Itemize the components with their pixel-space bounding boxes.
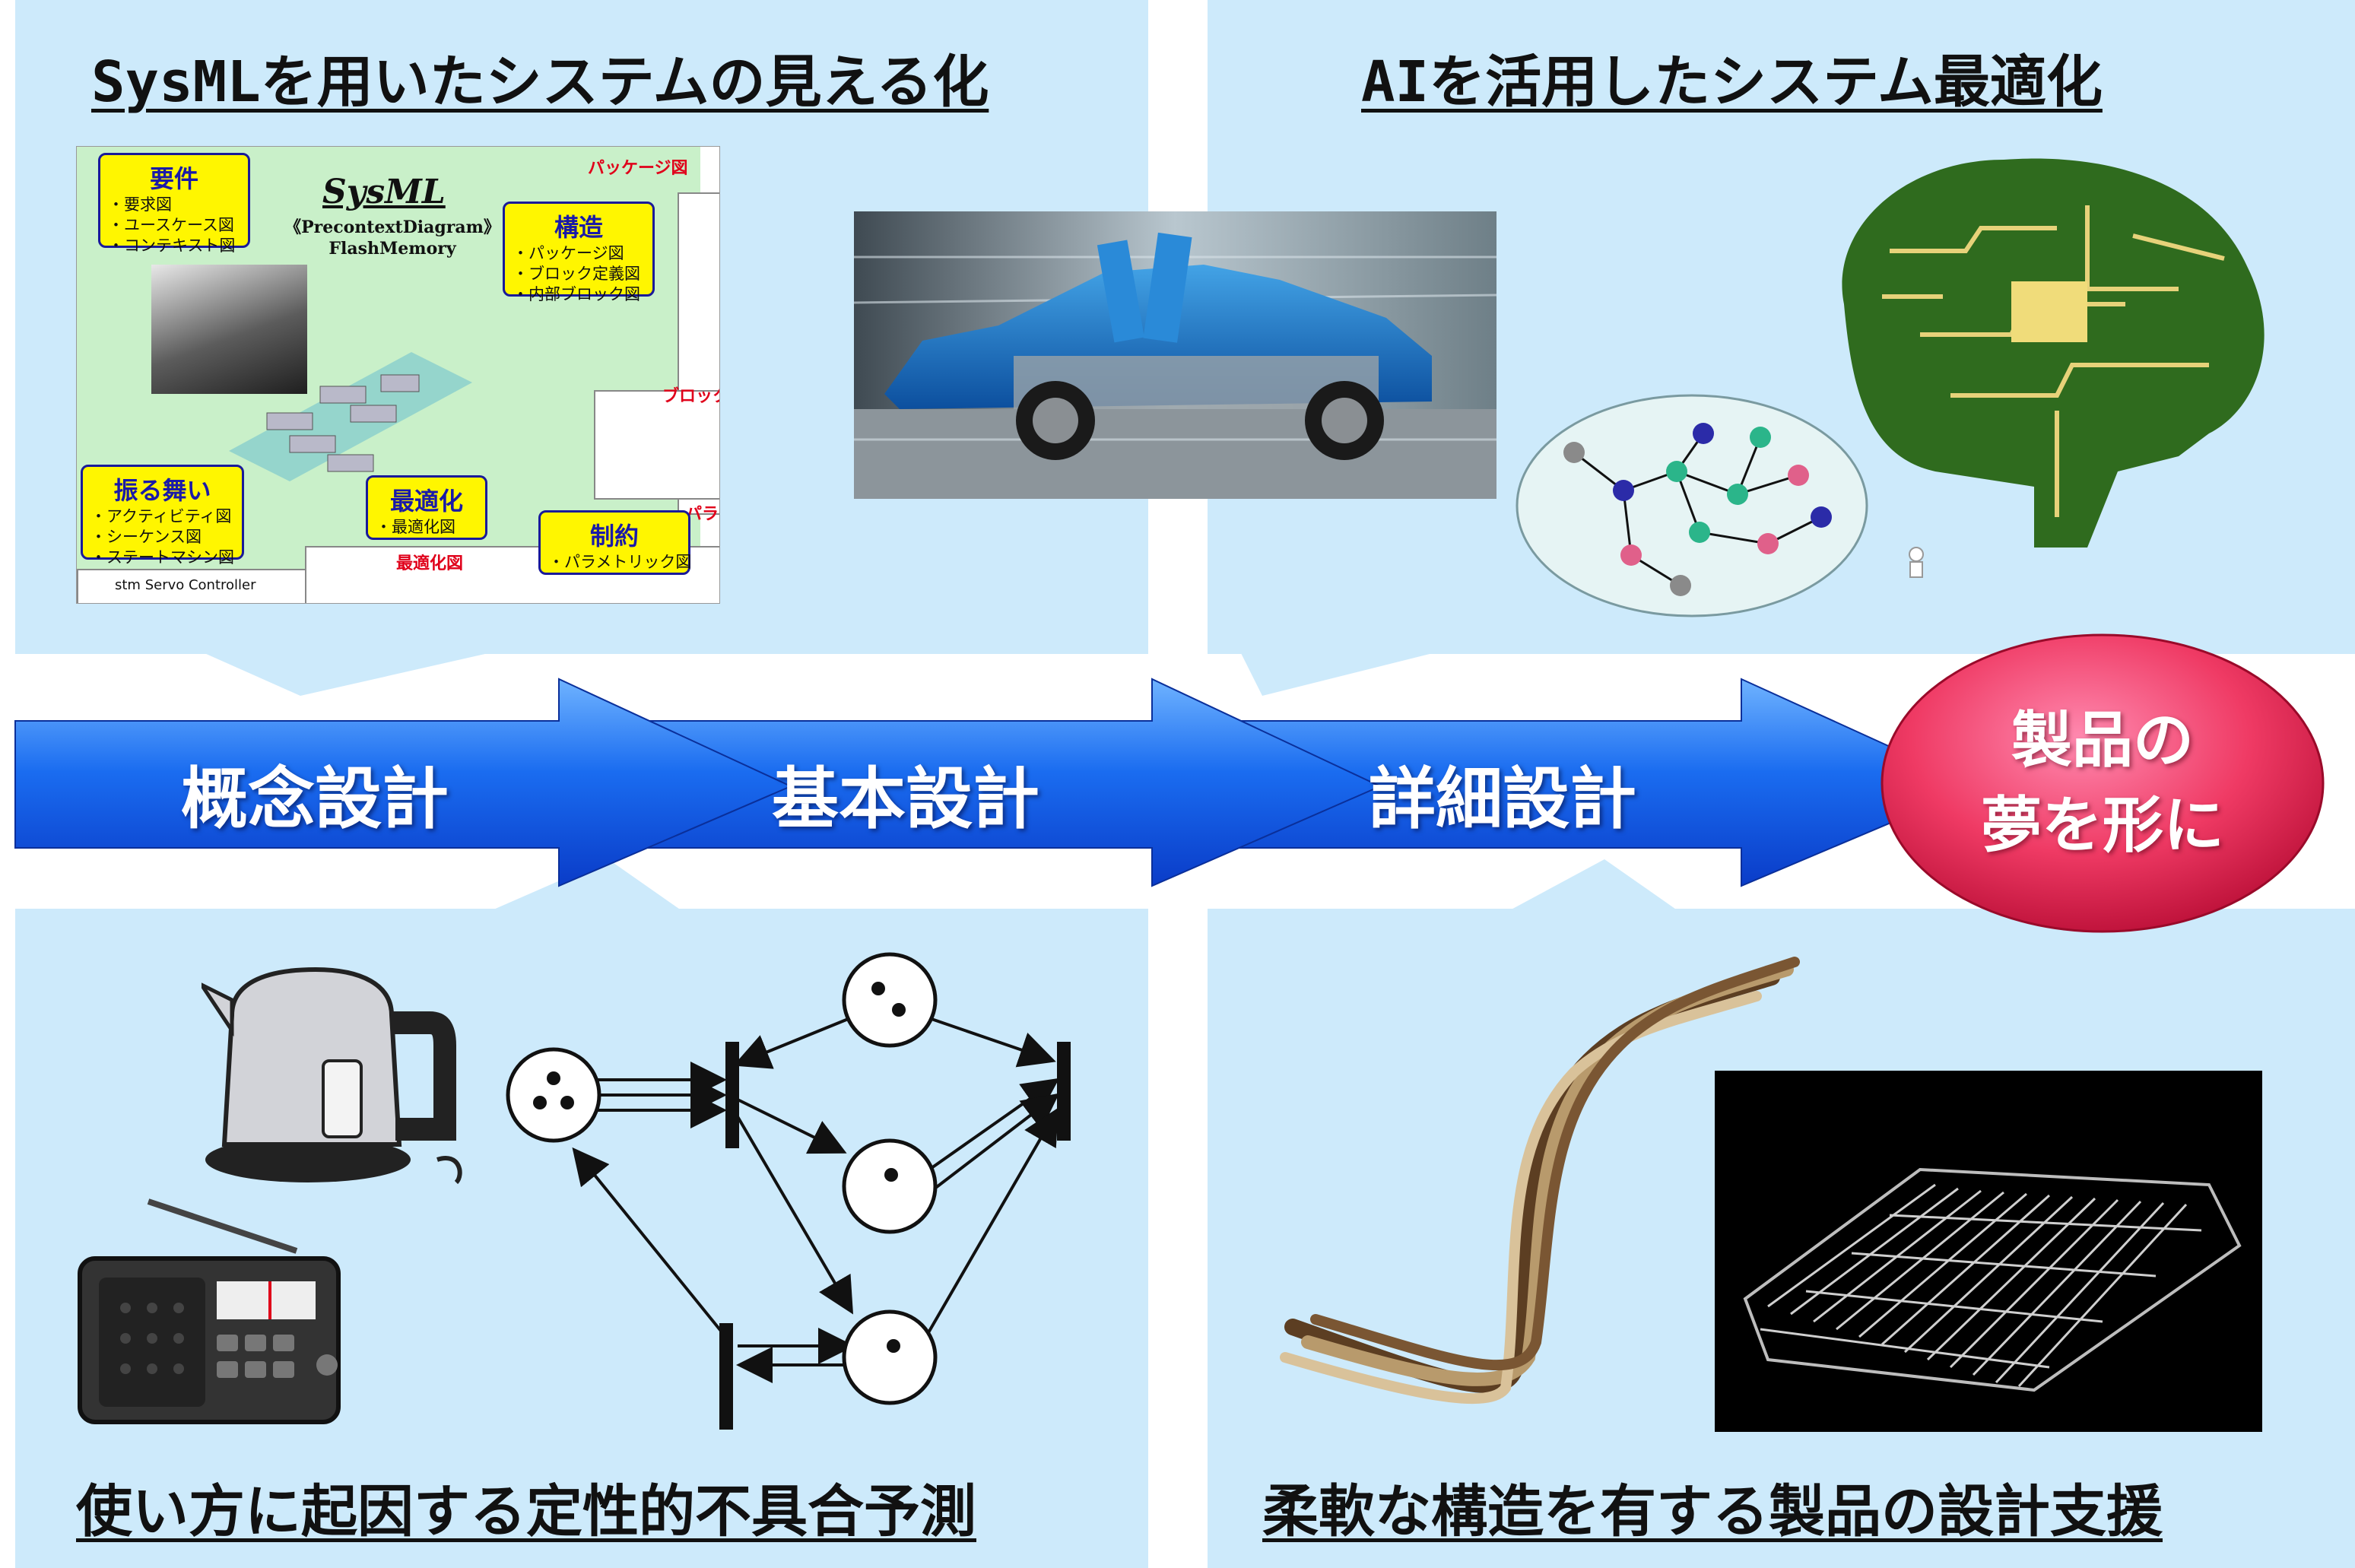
box-structure: 構造 ・パッケージ図 ・ブロック定義図 ・内部ブロック図 — [503, 202, 655, 303]
radio-illustration — [78, 1198, 341, 1424]
title-defect-prediction: 使い方に起因する定性的不具合予測 — [76, 1479, 976, 1544]
flash-memory-photo — [151, 265, 307, 394]
agent-network-graphic — [1516, 394, 1868, 617]
stage-detailed-design: 詳細設計 — [1369, 760, 1637, 838]
panel-bottom-left — [15, 909, 1148, 1568]
box-constraint: 制約 ・パラメトリック図 — [538, 510, 691, 575]
sysml-subtitle: 《PrecontextDiagram》 FlashMemory — [284, 217, 500, 259]
optimize-diagram-label: 最適化図 — [396, 554, 464, 573]
goal-text: 製品の 夢を形に — [1981, 705, 2224, 861]
box-behavior: 振る舞い ・アクティビティ図 ・シーケンス図 ・ステートマシン図 — [81, 465, 244, 567]
arrow-basic-design — [619, 678, 1382, 887]
stage-concept-design: 概念設計 — [181, 760, 449, 838]
goal-ellipse — [1881, 633, 2325, 933]
arrow-detailed-design — [1216, 678, 1979, 887]
box-optimization: 最適化 ・最適化図 — [366, 475, 487, 540]
param-label: パラ — [685, 505, 719, 524]
knitted-mesh-render — [1715, 1071, 2262, 1432]
stage-basic-design: 基本設計 — [772, 760, 1040, 838]
title-flexible-structure: 柔軟な構造を有する製品の設計支援 — [1262, 1479, 2163, 1544]
sysml-logo: SysML — [322, 173, 446, 211]
block-label: ブロック — [662, 387, 719, 406]
twisted-fiber-structure — [1280, 957, 1800, 1405]
circuit-brain-graphic — [1842, 158, 2265, 548]
car-cutaway-illustration — [854, 211, 1496, 499]
title-sysml-visualization: SysMLを用いたシステムの見える化 — [91, 49, 989, 115]
package-diagram-label: パッケージ図 — [588, 159, 688, 178]
title-ai-optimization: AIを活用したシステム最適化 — [1361, 49, 2103, 115]
petri-net-diagram — [506, 952, 1071, 1430]
stm-label: stm Servo Controller — [115, 577, 256, 593]
package-structure-graphic — [229, 352, 472, 481]
box-requirements: 要件 ・要求図 ・ユースケース図 ・コンテキスト図 — [98, 153, 250, 255]
sysml-diagram: SysML 《PrecontextDiagram》 FlashMemory パッ… — [76, 146, 720, 604]
kettle-illustration — [202, 967, 462, 1185]
small-figure-icon — [1909, 547, 1924, 578]
arrow-concept-design — [14, 678, 793, 887]
